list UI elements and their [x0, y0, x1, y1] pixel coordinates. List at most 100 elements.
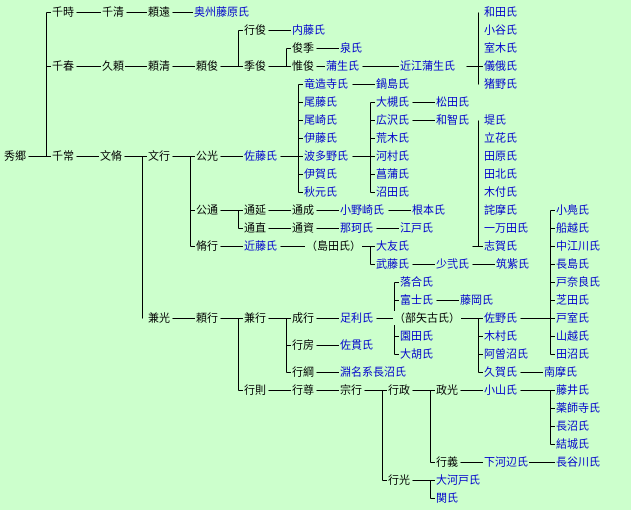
clan-label: 波多野氏 [304, 149, 348, 163]
label-backdrop [339, 383, 363, 397]
clan-label: 田原氏 [484, 150, 517, 163]
label-backdrop [483, 239, 518, 253]
clan-label: 伊藤氏 [304, 132, 337, 145]
person-label: 通資 [292, 222, 314, 235]
person-label: 惟俊 [292, 59, 314, 73]
clan-label: 那珂氏 [340, 222, 373, 235]
clan-label: 少弐氏 [436, 258, 469, 271]
label-backdrop [243, 23, 267, 37]
clan-label: 松田氏 [436, 95, 469, 109]
label-backdrop [555, 401, 601, 415]
person-label: 政光 [436, 383, 458, 397]
clan-label: 船越氏 [556, 221, 589, 235]
clan-label: 戸室氏 [556, 311, 589, 325]
clan-label: 大槻氏 [376, 95, 409, 109]
label-backdrop [555, 275, 601, 289]
clan-label: 佐野氏 [484, 311, 517, 325]
person-label: 兼行 [244, 312, 266, 325]
label-backdrop [435, 383, 459, 397]
clan-label: 園田氏 [400, 330, 433, 343]
clan-label: 関氏 [436, 492, 458, 505]
label-backdrop [495, 257, 530, 271]
label-backdrop [243, 203, 267, 217]
label-backdrop [399, 329, 434, 343]
label-backdrop [483, 311, 518, 325]
label-backdrop [483, 365, 518, 379]
label-backdrop [325, 59, 360, 73]
clan-label: 伊賀氏 [304, 168, 337, 181]
label-backdrop [291, 383, 315, 397]
label-backdrop [459, 293, 494, 307]
clan-label: 秋元氏 [304, 185, 337, 199]
clan-label: 竜造寺氏 [304, 77, 348, 91]
person-label: 行則 [244, 384, 266, 397]
clan-label: 儀俄氏 [484, 59, 517, 73]
person-label: 千清 [102, 6, 124, 19]
clan-label: 足利氏 [340, 312, 373, 325]
label-backdrop [243, 383, 267, 397]
label-backdrop [147, 149, 171, 163]
label-backdrop [387, 473, 411, 487]
label-backdrop [483, 329, 518, 343]
label-backdrop [375, 149, 410, 163]
person-label: 宗行 [340, 383, 362, 397]
label-backdrop [291, 59, 315, 73]
clan-label: 山越氏 [556, 329, 589, 343]
clan-label: 落合氏 [400, 275, 433, 289]
label-backdrop [555, 419, 590, 433]
label-backdrop [3, 149, 27, 163]
clan-label: 志賀氏 [484, 240, 517, 253]
label-backdrop [339, 221, 374, 235]
person-label: 久頼 [102, 60, 124, 73]
label-backdrop [375, 257, 410, 271]
person-label: 通延 [244, 204, 266, 217]
clan-label: 荒木氏 [376, 132, 409, 145]
label-backdrop [399, 59, 456, 73]
clan-label: 近江蒲生氏 [400, 59, 455, 73]
clan-label: 小鳧氏 [556, 203, 589, 217]
label-backdrop [375, 239, 410, 253]
label-backdrop [291, 41, 315, 55]
label-backdrop [193, 5, 250, 19]
clan-label: 淵名系長沼氏 [340, 365, 406, 379]
clan-label: 菖蒲氏 [376, 167, 409, 181]
clan-label: 田北氏 [484, 168, 517, 181]
label-backdrop [243, 59, 267, 73]
label-backdrop [51, 149, 75, 163]
person-label: 公光 [196, 149, 218, 163]
person-label: 頼俊 [196, 59, 218, 73]
label-backdrop [305, 239, 362, 253]
label-backdrop [101, 59, 125, 73]
label-backdrop [375, 131, 410, 145]
label-backdrop [339, 203, 385, 217]
person-label: 公通 [196, 204, 218, 217]
person-label: 兼光 [148, 311, 170, 325]
clan-label: 大河戸氏 [436, 473, 480, 487]
label-backdrop [555, 239, 601, 253]
label-backdrop [555, 347, 590, 361]
label-backdrop [411, 203, 446, 217]
label-backdrop [291, 365, 315, 379]
label-backdrop [555, 293, 590, 307]
label-backdrop [555, 383, 590, 397]
person-label: 成行 [292, 312, 314, 325]
label-backdrop [147, 59, 171, 73]
person-label: 頼清 [148, 60, 170, 73]
label-backdrop [303, 131, 338, 145]
label-backdrop [483, 203, 518, 217]
clan-label: 長島氏 [556, 257, 589, 271]
label-backdrop [483, 185, 518, 199]
label-backdrop [555, 437, 590, 451]
clan-label: 武藤氏 [376, 258, 409, 271]
label-backdrop [243, 239, 278, 253]
label-backdrop [555, 221, 590, 235]
label-backdrop [483, 167, 518, 181]
label-backdrop [147, 311, 171, 325]
clan-label: 内藤氏 [292, 23, 325, 37]
person-label: 頼遠 [148, 6, 170, 19]
label-backdrop [555, 455, 601, 469]
clan-label: 大友氏 [376, 239, 409, 253]
label-backdrop [543, 365, 578, 379]
clan-label: 尾藤氏 [304, 96, 337, 109]
